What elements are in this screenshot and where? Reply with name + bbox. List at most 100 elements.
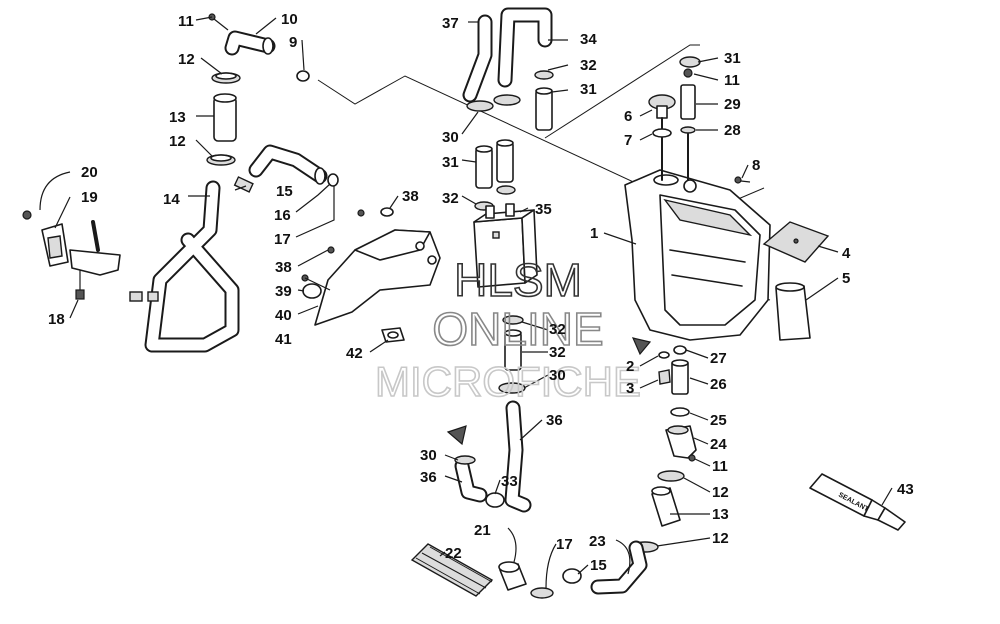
callout-5: 5 [842, 270, 850, 287]
part-12-clamp-upper [211, 72, 241, 84]
callout-33: 34 [580, 31, 597, 48]
callout-32-lower-left: 33 [501, 473, 518, 490]
callout-32-top: 32 [580, 57, 597, 74]
part-30-clamp-top-right [679, 56, 701, 68]
callout-leader-lines [39, 16, 893, 589]
part-12-clamp-right-upper [657, 470, 685, 482]
callout-30-top-center: 30 [442, 129, 459, 146]
part-34-vent-canister [473, 203, 538, 288]
part-15-sleeve-bottom [562, 568, 582, 584]
part-17-clamp-bottom [530, 587, 554, 599]
part-10-elbow-hose [224, 30, 276, 56]
part-22-flex-sleeve [410, 543, 494, 597]
part-32-31-top-right-stack [534, 70, 554, 131]
part-40-grommet [302, 283, 322, 299]
part-9-o-ring [296, 70, 310, 82]
callout-24: 24 [710, 436, 727, 453]
watermark: HLSM ONLINE MICROFICHE [374, 253, 642, 406]
callout-39: 39 [275, 283, 292, 300]
part-39-screw [301, 274, 331, 291]
part-15-sleeve-left [233, 176, 254, 193]
callout-30-lower-left: 30 [420, 447, 437, 464]
part-36-elbow [454, 458, 488, 503]
callout-11-top-right: 11 [724, 72, 740, 89]
callout-12-right-upper: 12 [712, 484, 729, 501]
callout-numbers: 11 10 9 12 13 12 14 15 16 17 20 19 18 37… [48, 11, 914, 574]
arrow-marker-left [446, 425, 467, 446]
callout-12-right-lower: 12 [712, 530, 729, 547]
callout-13-right: 13 [712, 506, 729, 523]
arrow-marker-right [631, 337, 652, 356]
watermark-line-1: HLSM [454, 254, 582, 306]
callout-6: 6 [624, 108, 632, 125]
watermark-line-2: ONLINE [432, 303, 603, 355]
callout-2: 2 [626, 358, 634, 375]
callout-35: 36 [546, 412, 563, 429]
callout-10: 10 [281, 11, 298, 28]
part-23-curved-hose [590, 540, 648, 595]
callout-41: 41 [275, 331, 292, 348]
callout-37: 37 [442, 15, 459, 32]
callout-26: 26 [710, 376, 727, 393]
callout-12-lower-left: 12 [169, 133, 186, 150]
callout-31-center: 31 [442, 154, 459, 171]
part-18-19-20-bracket-assembly [22, 210, 121, 300]
callout-21: 21 [474, 522, 491, 539]
callout-3: 3 [626, 380, 634, 397]
part-32-31-lower-center-stack [502, 315, 524, 371]
part-1-oil-tank [624, 169, 771, 341]
callout-19: 19 [81, 189, 98, 206]
part-27-o-ring [673, 345, 687, 355]
callout-9: 9 [289, 34, 297, 51]
part-26-fitting [671, 359, 689, 395]
part-12-clamp-lower [206, 154, 236, 166]
callout-27: 27 [710, 350, 727, 367]
callout-32-center: 32 [442, 190, 459, 207]
callout-18: 18 [48, 311, 65, 328]
callout-1: 1 [590, 225, 598, 242]
callout-15-bottom: 15 [590, 557, 607, 574]
part-29-fitting [680, 68, 696, 181]
callout-4: 4 [842, 245, 851, 262]
callout-32-lower-center: 32 [549, 321, 566, 338]
part-21-coupler [498, 561, 527, 591]
callout-30-top-right: 31 [724, 50, 741, 67]
callout-16: 16 [274, 207, 291, 224]
callout-28: 28 [724, 122, 741, 139]
part-2-3-drain-bolt [658, 351, 671, 385]
part-8-screw [734, 176, 751, 184]
callout-7: 7 [624, 132, 632, 149]
part-38-screws [327, 207, 394, 254]
callout-13-upper-left: 13 [169, 109, 186, 126]
callout-22: 22 [445, 545, 462, 562]
callout-23: 23 [589, 533, 606, 550]
part-13-hose-right [651, 486, 681, 527]
callout-20: 20 [81, 164, 98, 181]
part-37-upper-hose [462, 14, 493, 103]
callout-12-upper-left: 12 [178, 51, 195, 68]
callout-25: 25 [710, 412, 727, 429]
part-32-ring-lower [485, 492, 505, 508]
part-35-drain-hose [504, 400, 532, 513]
part-11-screw-top-left [208, 13, 229, 31]
callout-15-left: 15 [276, 183, 293, 200]
callout-8: 8 [752, 157, 760, 174]
callout-31-top: 31 [580, 81, 597, 98]
part-30-clamp-lower-left [454, 455, 476, 465]
callout-31-lower-center: 32 [549, 344, 566, 361]
part-17-clamp-left [327, 173, 339, 187]
part-31-hoses-center [475, 139, 514, 189]
part-5-sleeve [775, 282, 811, 341]
part-30-clamps-top-center [466, 94, 521, 112]
callout-17-bottom: 17 [556, 536, 573, 553]
callout-11-top-left: 11 [178, 13, 194, 30]
part-7-gasket [652, 128, 672, 138]
callout-38-side: 38 [275, 259, 292, 276]
part-43-sealant-tube: SEALANT [809, 473, 906, 531]
callout-36: 36 [420, 469, 437, 486]
callout-34: 35 [535, 201, 552, 218]
part-13-hose-upper [213, 93, 237, 142]
watermark-line-3: MICROFICHE [375, 358, 641, 405]
callout-14: 14 [163, 191, 180, 208]
